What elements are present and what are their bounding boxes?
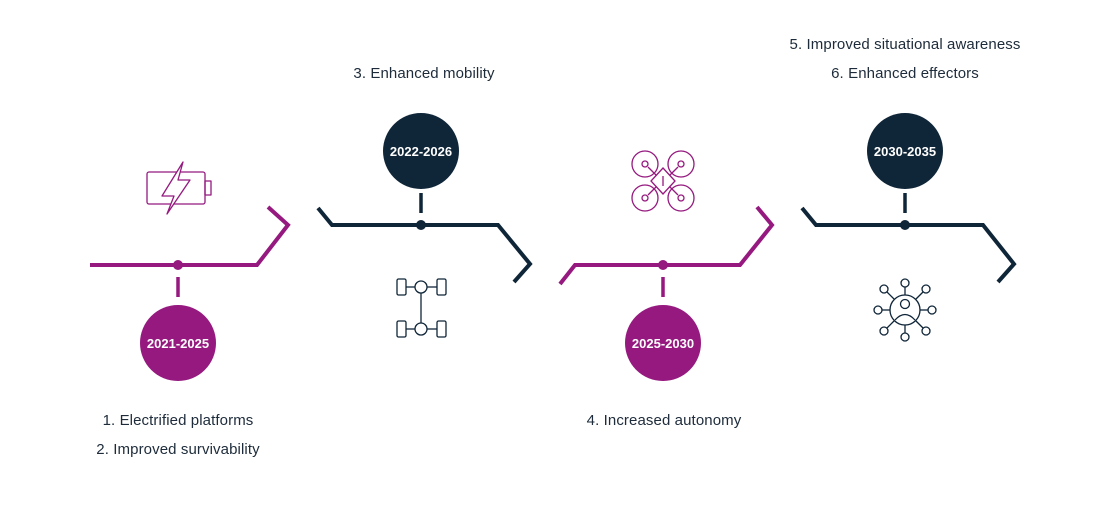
capability-label: 3. Enhanced mobility [353,65,495,82]
vehicle-chassis-icon [396,278,447,338]
capability-label: 1. Electrified platforms [102,412,254,429]
timeline-node [658,260,668,270]
timeline-segment [558,205,775,286]
timeline-segment [90,205,291,267]
network-person-icon [873,278,937,342]
period-label: 2030-2035 [874,144,936,159]
battery-lightning-icon [146,161,212,215]
capability-label: 5. Improved situational awareness [789,36,1021,53]
timeline-node [173,260,183,270]
period-label: 2025-2030 [632,336,694,351]
period-label: 2021-2025 [147,336,209,351]
timeline-segment [316,206,533,284]
timeline-segment [800,206,1017,284]
phase-2025-2030: 2025-2030 [558,150,775,381]
period-bubble [383,113,459,189]
timeline-node [416,220,426,230]
capability-label: 2. Improved survivability [96,441,260,458]
phase-2030-2035: 2030-2035 [800,113,1017,342]
capability-label: 4. Increased autonomy [586,412,742,429]
period-bubble [140,305,216,381]
phase-2021-2025: 2021-2025 [90,161,291,381]
timeline-node [900,220,910,230]
phase-2022-2026: 2022-2026 [316,113,533,338]
drone-icon [631,150,695,212]
period-bubble [625,305,701,381]
period-label: 2022-2026 [390,144,452,159]
capability-label: 6. Enhanced effectors [831,65,979,82]
period-bubble [867,113,943,189]
